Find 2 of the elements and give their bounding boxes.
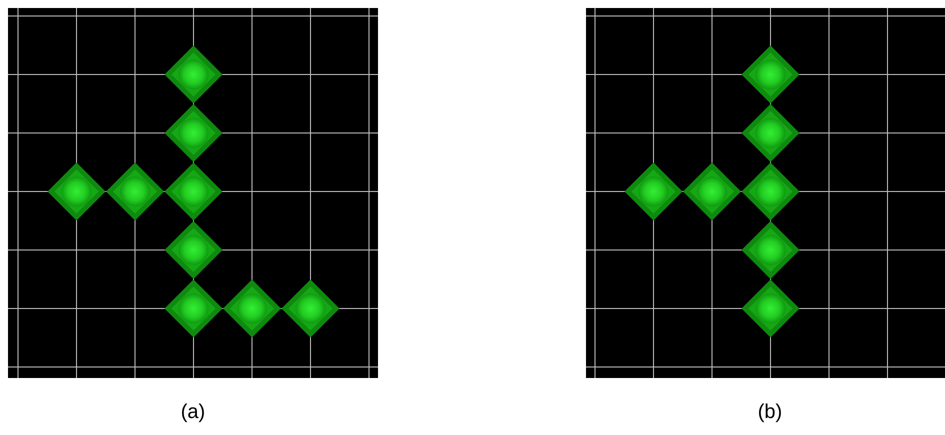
panel-caption: (b) bbox=[758, 401, 782, 424]
panel-caption: (a) bbox=[180, 401, 206, 424]
